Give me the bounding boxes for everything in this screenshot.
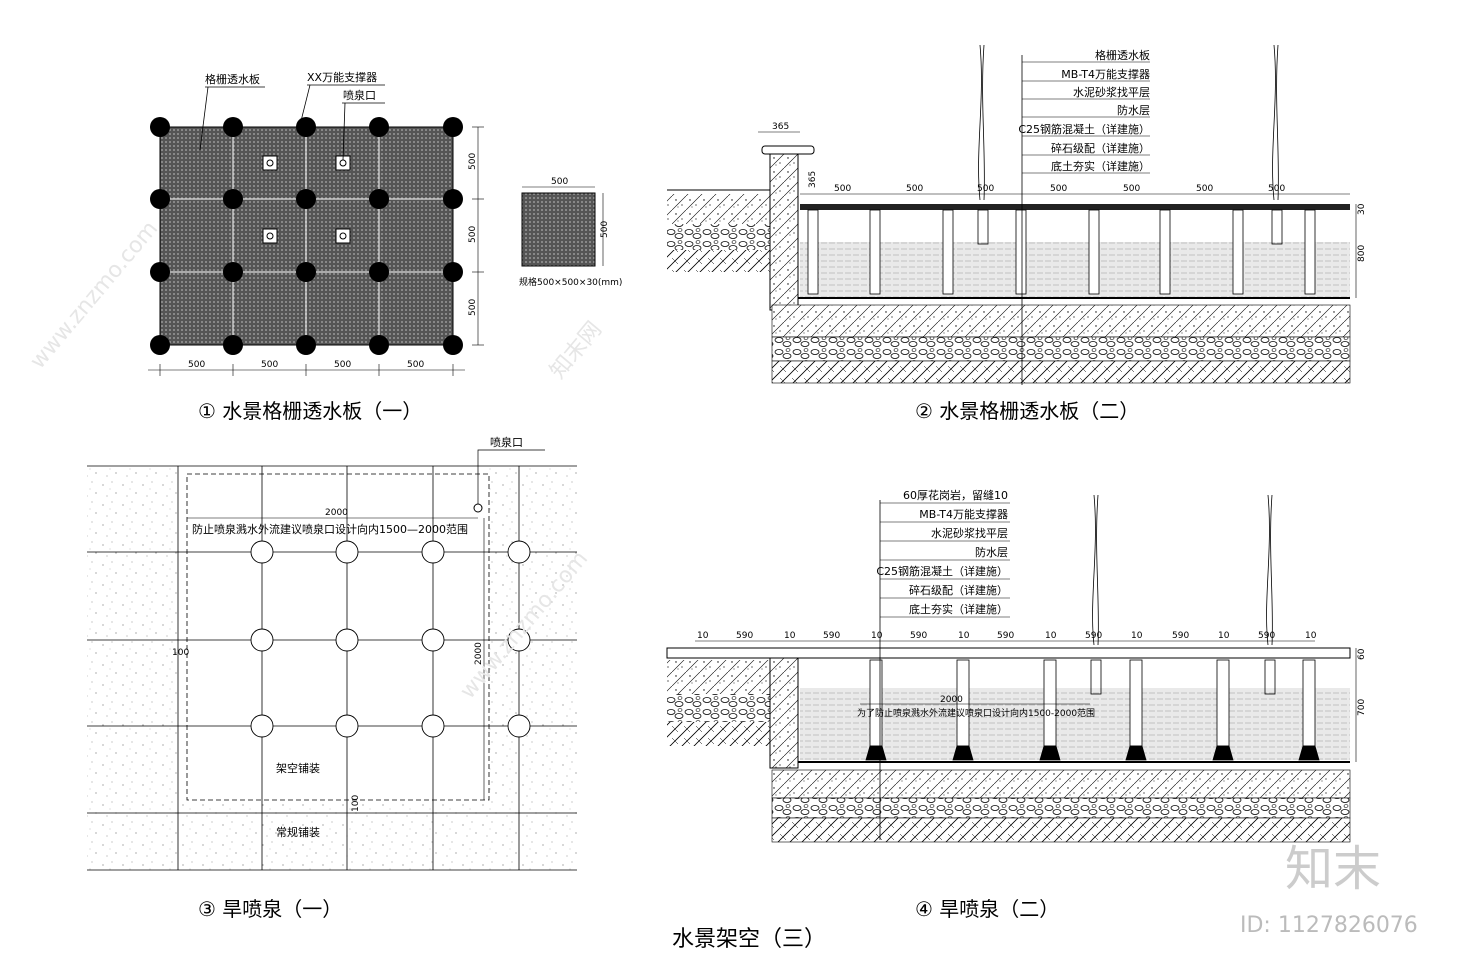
leader-lines bbox=[199, 84, 385, 161]
layer4-6: 碎石级配（详建施） bbox=[909, 583, 1008, 597]
dim2-1: 500 bbox=[834, 184, 851, 194]
layer4-1: 60厚花岗岩，留缝10 bbox=[903, 488, 1008, 502]
panel2-section: 格栅透水板 MB-T4万能支撑器 水泥砂浆找平层 防水层 C25钢筋混凝土（详建… bbox=[667, 44, 1367, 423]
panel3-plan: 喷泉口 2000 防止喷泉溅水外流建议喷泉口设计向内1500—2000范围 20… bbox=[87, 435, 577, 921]
dim4-right-big: 700 bbox=[1357, 699, 1367, 716]
dim4-6: 590 bbox=[910, 631, 927, 641]
dim4-1: 10 bbox=[697, 631, 709, 641]
paving-grid-3 bbox=[87, 465, 577, 871]
dim4-9: 10 bbox=[1045, 631, 1057, 641]
dim4-5: 10 bbox=[871, 631, 883, 641]
layer2-7: 底土夯实（详建施） bbox=[1051, 159, 1150, 173]
layer4-4: 防水层 bbox=[975, 545, 1008, 559]
layer4-3: 水泥砂浆找平层 bbox=[931, 526, 1008, 540]
dim4-right-small: 60 bbox=[1357, 648, 1367, 660]
watermark-id: ID: 1127826076 bbox=[1240, 913, 1418, 938]
dim-bottom-4: 500 bbox=[407, 360, 424, 370]
dim2-7: 500 bbox=[1268, 184, 1285, 194]
label-nozzle: 喷泉口 bbox=[343, 88, 376, 102]
dim4-8: 590 bbox=[997, 631, 1014, 641]
fountain-jets-2 bbox=[977, 44, 1283, 245]
dim2-right-small: 30 bbox=[1357, 203, 1367, 215]
dim2-6: 500 bbox=[1196, 184, 1213, 194]
grate-detail bbox=[521, 186, 604, 267]
layer2-5: C25钢筋混凝土（详建施） bbox=[1018, 122, 1150, 136]
panel1-plan: 格栅透水板 XX万能支撑器 喷泉口 500 500 500 500 500 50… bbox=[148, 70, 622, 423]
support-pedestals bbox=[150, 117, 463, 355]
dim4-15: 10 bbox=[1305, 631, 1317, 641]
pool-water bbox=[800, 242, 1350, 298]
dim-lines bbox=[148, 126, 484, 376]
dim4-13: 10 bbox=[1218, 631, 1230, 641]
zone-normal: 常规铺装 bbox=[276, 825, 320, 839]
watermark-text-2: 知末网 bbox=[545, 317, 607, 384]
layer4-2: MB-T4万能支撑器 bbox=[919, 507, 1008, 521]
dim2-right-big: 800 bbox=[1357, 245, 1367, 262]
layer4-7: 底土夯实（详建施） bbox=[909, 602, 1008, 616]
note-4: 为了防止喷泉溅水外流建议喷泉口设计向内1500-2000范围 bbox=[857, 707, 1095, 719]
dim4-2: 590 bbox=[736, 631, 753, 641]
layer-leaders-2 bbox=[1022, 61, 1150, 174]
caption-2: ② 水景格栅透水板（二） bbox=[915, 399, 1139, 423]
dim-right-3: 500 bbox=[468, 299, 478, 316]
dim2-wall-top: 365 bbox=[772, 122, 789, 132]
layer2-2: MB-T4万能支撑器 bbox=[1061, 67, 1150, 81]
panel4-section: 60厚花岗岩，留缝10 MB-T4万能支撑器 水泥砂浆找平层 防水层 C25钢筋… bbox=[666, 488, 1367, 921]
dim-right-2: 500 bbox=[468, 226, 478, 243]
nozzle-circles-3 bbox=[250, 540, 531, 738]
dim-right-1: 500 bbox=[468, 153, 478, 170]
layer2-4: 防水层 bbox=[1117, 103, 1150, 117]
dim-bottom-2: 500 bbox=[261, 360, 278, 370]
nozzle-icons bbox=[262, 155, 351, 244]
fountain-jets-4 bbox=[1090, 494, 1276, 695]
dim-bottom-1: 500 bbox=[188, 360, 205, 370]
pedestals-4 bbox=[865, 659, 1320, 761]
dim2-4: 500 bbox=[1050, 184, 1067, 194]
caption-3: ③ 旱喷泉（一） bbox=[198, 897, 342, 921]
dim2-2: 500 bbox=[906, 184, 923, 194]
layer2-1: 格栅透水板 bbox=[1095, 48, 1150, 62]
detail-note: 规格500×500×30(mm) bbox=[519, 276, 622, 288]
dim-bottom-3: 500 bbox=[334, 360, 351, 370]
grate-deck bbox=[800, 204, 1350, 210]
dim4-10: 590 bbox=[1085, 631, 1102, 641]
dim3-side: 2000 bbox=[474, 642, 484, 665]
dim4-note-dim: 2000 bbox=[940, 695, 963, 705]
dim2-3: 500 bbox=[977, 184, 994, 194]
dim3-100a: 100 bbox=[172, 648, 189, 658]
detail-right-dim: 500 bbox=[600, 221, 610, 238]
nozzle-label-3: 喷泉口 bbox=[490, 435, 523, 449]
layer2-6: 碎石级配（详建施） bbox=[1051, 141, 1150, 155]
layer4-5: C25钢筋混凝土（详建施） bbox=[876, 564, 1008, 578]
caption-4: ④ 旱喷泉（二） bbox=[915, 897, 1059, 921]
dim2-5: 500 bbox=[1123, 184, 1140, 194]
zone-raised: 架空铺装 bbox=[276, 761, 320, 775]
detail-top-dim: 500 bbox=[551, 177, 568, 187]
note-3: 防止喷泉溅水外流建议喷泉口设计向内1500—2000范围 bbox=[192, 522, 468, 536]
dim4-4: 590 bbox=[823, 631, 840, 641]
caption-1: ① 水景格栅透水板（一） bbox=[198, 399, 422, 423]
dim4-7: 10 bbox=[958, 631, 970, 641]
wall bbox=[769, 151, 799, 311]
dim2-wall-side: 365 bbox=[808, 171, 818, 188]
dim4-11: 10 bbox=[1131, 631, 1143, 641]
granite-deck bbox=[666, 647, 1351, 659]
main-title: 水景架空（三） bbox=[672, 927, 826, 952]
layer2-3: 水泥砂浆找平层 bbox=[1073, 85, 1150, 99]
layer-leaders-4 bbox=[880, 502, 1010, 618]
label-grate: 格栅透水板 bbox=[205, 72, 260, 86]
dim4-14: 590 bbox=[1258, 631, 1275, 641]
dim3-100b: 100 bbox=[351, 795, 361, 812]
dim4-12: 590 bbox=[1172, 631, 1189, 641]
dim4-3: 10 bbox=[784, 631, 796, 641]
pedestals-2 bbox=[807, 209, 1316, 295]
dim3-top: 2000 bbox=[325, 508, 348, 518]
watermark-text-1: www.znzmo.com bbox=[25, 216, 163, 373]
watermark-logo: 知末 bbox=[1285, 841, 1381, 897]
label-support: XX万能支撑器 bbox=[307, 70, 377, 84]
